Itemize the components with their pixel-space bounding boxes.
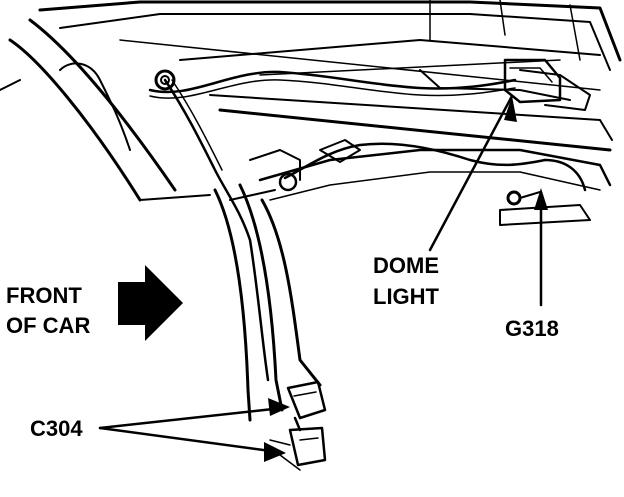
ground-g318-label: G318 (505, 316, 559, 341)
wiring-harness (148, 69, 591, 382)
connector-c304-label: C304 (30, 416, 83, 441)
dome-light-label-line2: LIGHT (373, 284, 439, 309)
c304-leader-2 (98, 426, 280, 454)
dome-light-label-line1: DOME (373, 253, 439, 278)
c304-arrowhead-1 (268, 398, 290, 416)
dome-light-leader (428, 94, 514, 252)
arrow-right-icon (118, 265, 183, 341)
grommet (154, 69, 298, 192)
c304-arrowhead-2 (264, 442, 286, 462)
ground-screw (506, 190, 541, 206)
roof-panel (38, 0, 622, 152)
front-of-car-label-line1: FRONT (6, 283, 82, 308)
front-of-car-label-line2: OF CAR (6, 313, 91, 338)
dome-light-arrowhead (504, 96, 517, 122)
c304-connector (269, 380, 327, 471)
dome-light-assembly (319, 58, 562, 163)
a-pillar (0, 18, 211, 202)
arrowheads (264, 96, 548, 462)
headliner-edge (258, 148, 612, 201)
g318-arrowhead (534, 188, 548, 210)
leader-lines (98, 94, 543, 454)
c304-leader-1 (98, 406, 284, 430)
b-pillar (213, 149, 322, 422)
